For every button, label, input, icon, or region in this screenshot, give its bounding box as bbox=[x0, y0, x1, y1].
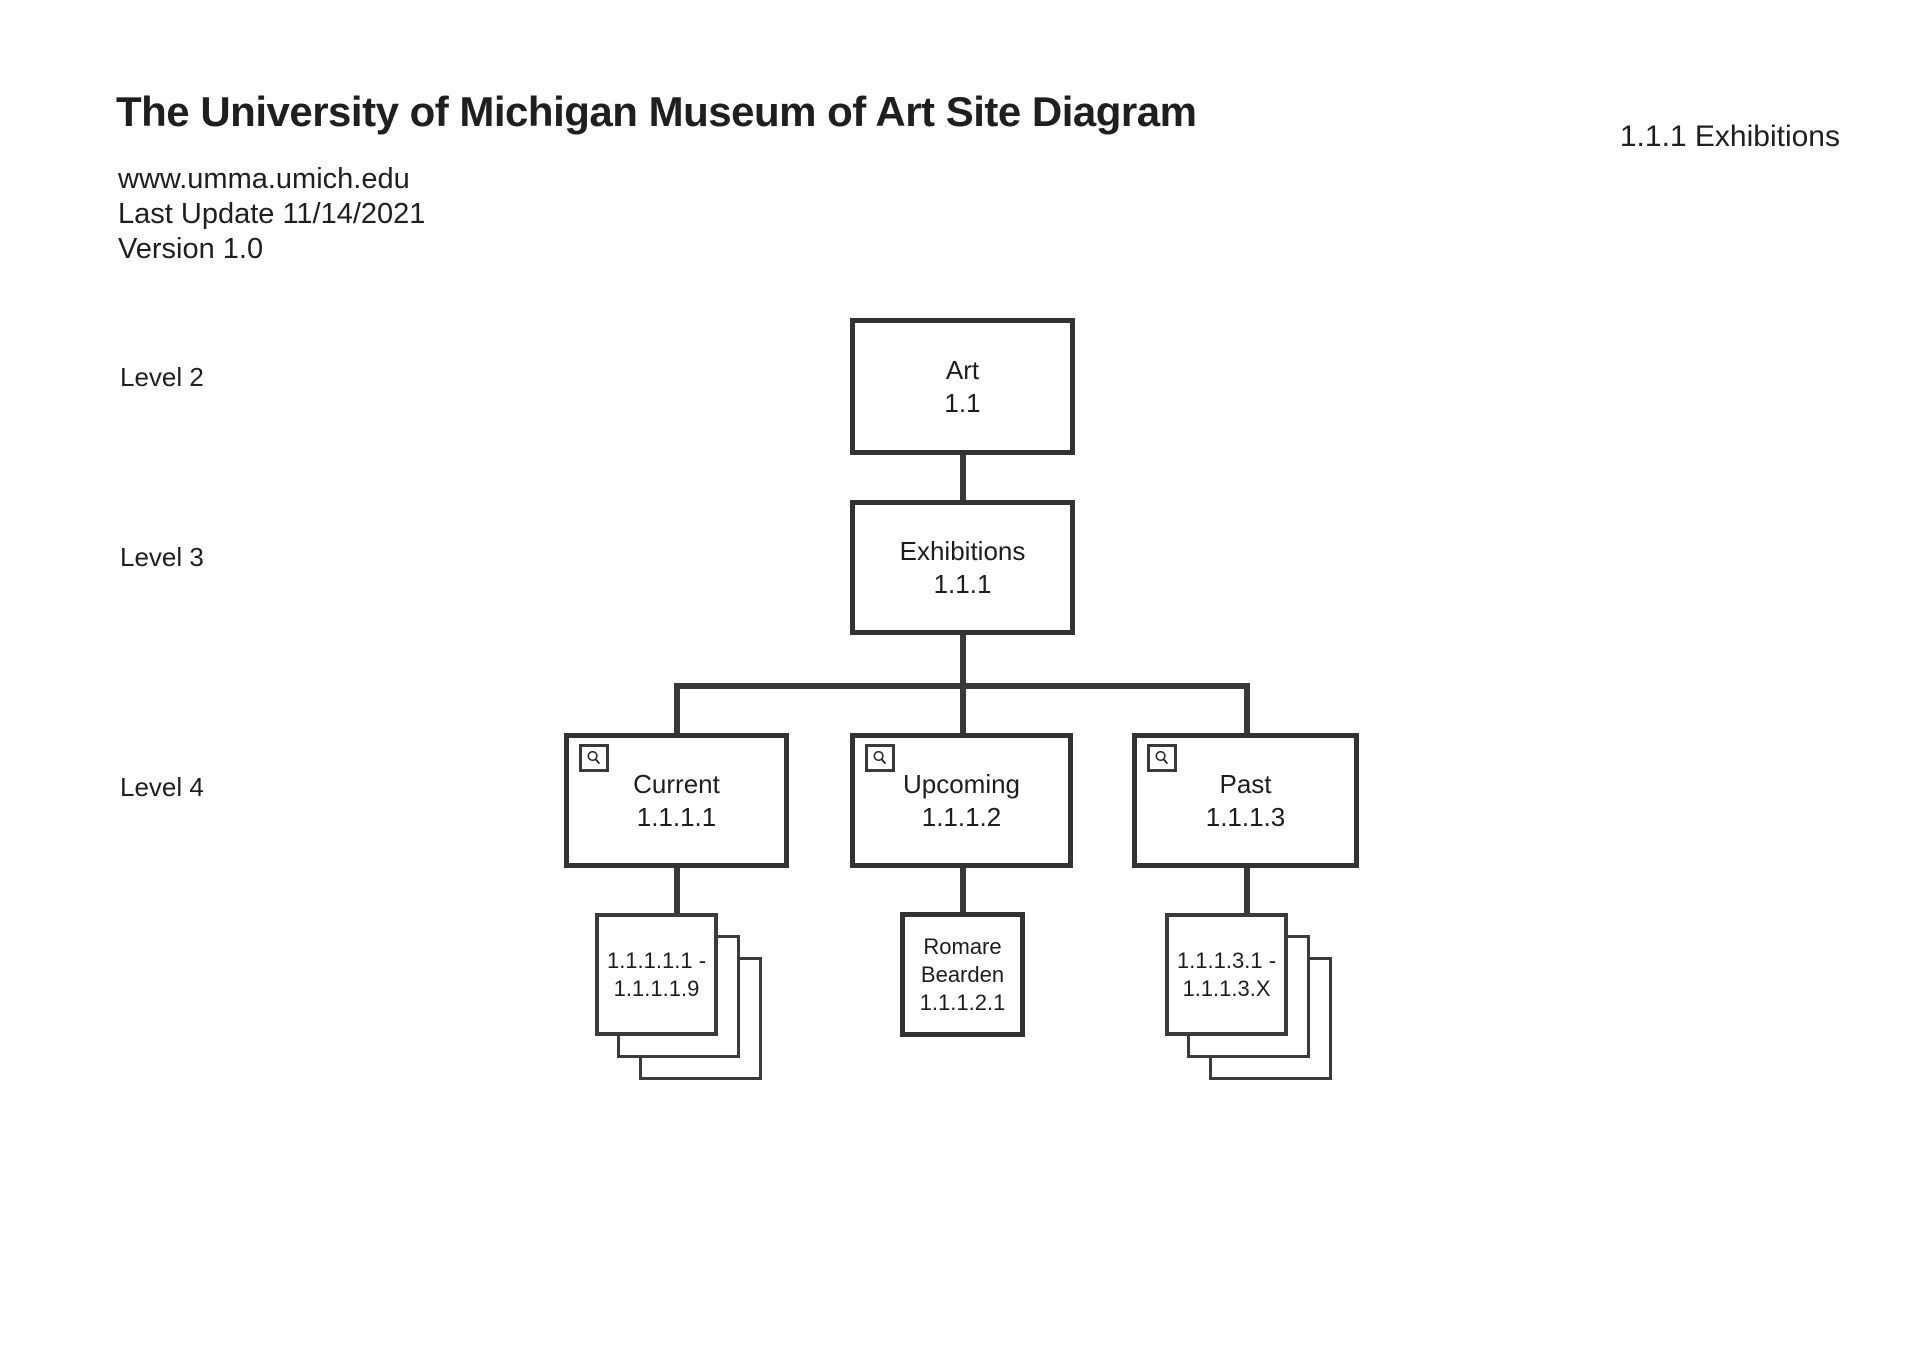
page-reference: 1.1.1 Exhibitions bbox=[1619, 120, 1840, 153]
node-title: Upcoming bbox=[902, 768, 1021, 799]
node-id: 1.1.1 bbox=[933, 568, 992, 599]
page-range-line: 1.1.1.3.X bbox=[1182, 975, 1271, 1001]
website-url: www.umma.umich.edu bbox=[118, 163, 410, 195]
node-current: Current 1.1.1.1 bbox=[564, 733, 789, 868]
node-id: 1.1.1.3 bbox=[1205, 801, 1286, 832]
connector-drop-current bbox=[674, 686, 680, 736]
node-past: Past 1.1.1.3 bbox=[1132, 733, 1359, 868]
page-line: Romare bbox=[923, 933, 1002, 959]
node-art: Art 1.1 bbox=[850, 318, 1075, 455]
page-title: The University of Michigan Museum of Art… bbox=[116, 88, 1197, 135]
page-range-line: 1.1.1.1.9 bbox=[613, 975, 700, 1001]
magnifier-icon bbox=[865, 744, 895, 772]
node-id: 1.1 bbox=[944, 387, 981, 418]
page-line: 1.1.1.2.1 bbox=[919, 989, 1006, 1015]
connector-upcoming-page bbox=[960, 865, 966, 917]
connector-current-pages bbox=[674, 865, 680, 917]
page-range-line: 1.1.1.3.1 - bbox=[1176, 947, 1277, 973]
node-title: Current bbox=[633, 768, 720, 799]
node-title: Past bbox=[1219, 768, 1272, 799]
node-upcoming: Upcoming 1.1.1.2 bbox=[850, 733, 1073, 868]
document-meta: www.umma.umich.edu Last Update 11/14/202… bbox=[118, 162, 425, 267]
connector-drop-upcoming bbox=[960, 686, 966, 736]
connector-past-pages bbox=[1244, 865, 1250, 917]
magnifier-icon bbox=[1147, 744, 1177, 772]
page-stack-past: 1.1.1.3.1 - 1.1.1.3.X bbox=[1165, 913, 1288, 1036]
connector-art-exhibitions bbox=[960, 452, 966, 502]
connector-exhibitions-branch bbox=[960, 633, 966, 688]
node-id: 1.1.1.2 bbox=[921, 801, 1002, 832]
page-range-line: 1.1.1.1.1 - bbox=[606, 947, 707, 973]
version: Version 1.0 bbox=[118, 233, 264, 265]
node-id: 1.1.1.1 bbox=[636, 801, 717, 832]
level-4-label: Level 4 bbox=[120, 772, 204, 802]
level-2-label: Level 2 bbox=[120, 362, 204, 392]
node-title: Art bbox=[945, 354, 980, 385]
page-line: Bearden bbox=[920, 961, 1005, 987]
level-3-label: Level 3 bbox=[120, 542, 204, 572]
connector-drop-past bbox=[1244, 686, 1250, 736]
node-exhibitions: Exhibitions 1.1.1 bbox=[850, 500, 1075, 635]
page-stack-current: 1.1.1.1.1 - 1.1.1.1.9 bbox=[595, 913, 718, 1036]
node-title: Exhibitions bbox=[899, 535, 1026, 566]
last-update: Last Update 11/14/2021 bbox=[118, 198, 426, 230]
magnifier-icon bbox=[579, 744, 609, 772]
page-romare-bearden: Romare Bearden 1.1.1.2.1 bbox=[900, 912, 1025, 1037]
